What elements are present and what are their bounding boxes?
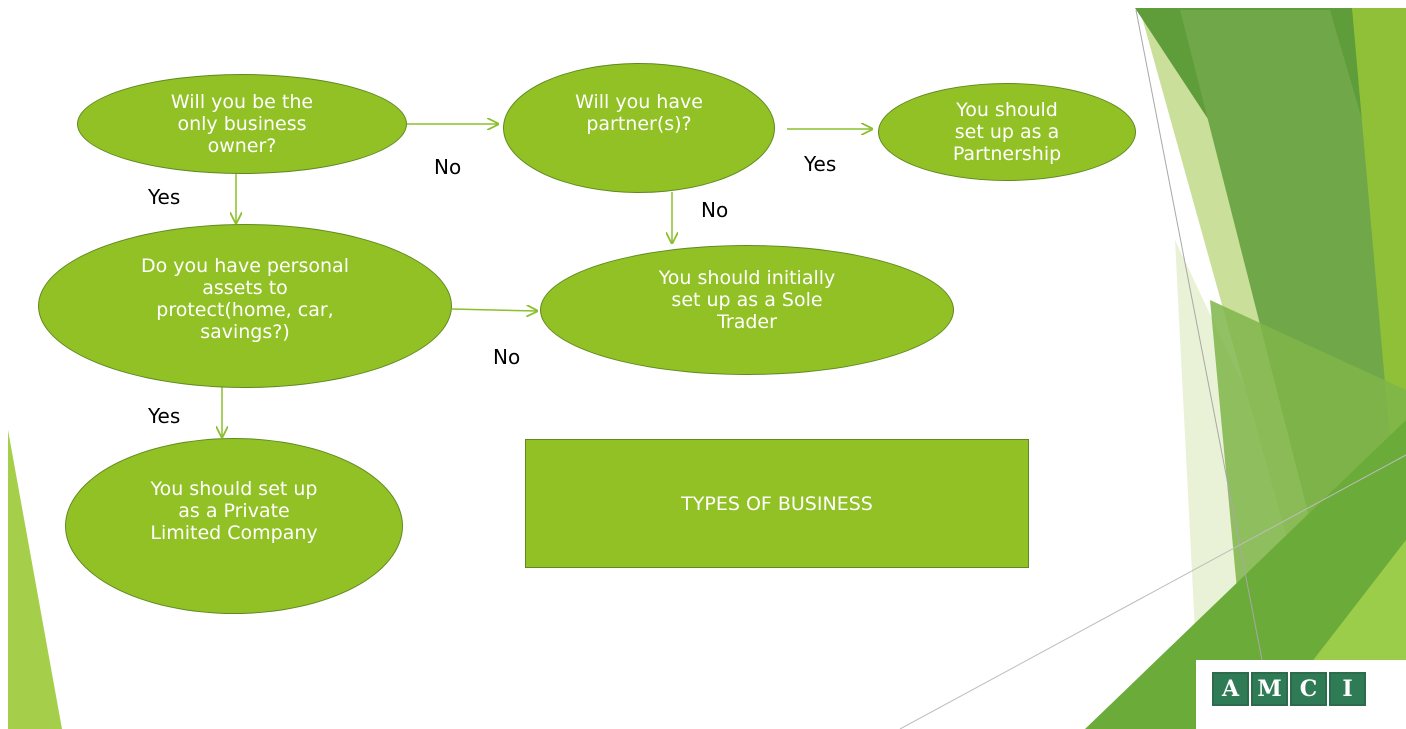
edge-label-no-owner: No xyxy=(434,155,462,179)
node-sole-trader-text: You should initially set up as a Sole Tr… xyxy=(658,267,836,333)
logo-letter-i: I xyxy=(1329,672,1366,706)
node-private-limited: You should set up as a Private Limited C… xyxy=(65,438,403,614)
node-partnership-text: You should set up as a Partnership xyxy=(952,99,1062,165)
decor-line-diagonal xyxy=(899,454,1406,729)
logo-letter-a: A xyxy=(1212,672,1249,706)
node-only-owner: Will you be the only business owner? xyxy=(77,74,407,174)
node-partners: Will you have partner(s)? xyxy=(503,63,775,193)
logo-letter-c: C xyxy=(1290,672,1327,706)
node-partners-text: Will you have partner(s)? xyxy=(575,91,703,135)
types-of-business-box: TYPES OF BUSINESS xyxy=(525,439,1029,568)
left-accent-triangle xyxy=(8,430,62,729)
amci-logo: A M C I xyxy=(1196,660,1406,729)
logo-letter-m: M xyxy=(1251,672,1288,706)
node-only-owner-text: Will you be the only business owner? xyxy=(170,91,314,157)
edge-label-yes-partners: Yes xyxy=(804,152,837,176)
edge-label-yes-assets: Yes xyxy=(148,404,181,428)
node-private-limited-text: You should set up as a Private Limited C… xyxy=(150,478,318,544)
edge-label-no-partners: No xyxy=(701,198,729,222)
edge-label-no-assets: No xyxy=(493,345,521,369)
right-facet-bright xyxy=(1352,8,1406,440)
arrow-assets-to-sole-trader xyxy=(451,309,537,311)
node-partnership: You should set up as a Partnership xyxy=(878,83,1136,181)
decor-line-vertical xyxy=(1135,9,1263,661)
node-sole-trader: You should initially set up as a Sole Tr… xyxy=(540,245,954,375)
node-personal-assets: Do you have personal assets to protect(h… xyxy=(38,224,452,388)
edge-label-yes-owner: Yes xyxy=(148,185,181,209)
types-of-business-text: TYPES OF BUSINESS xyxy=(681,492,873,515)
node-personal-assets-text: Do you have personal assets to protect(h… xyxy=(141,255,349,343)
